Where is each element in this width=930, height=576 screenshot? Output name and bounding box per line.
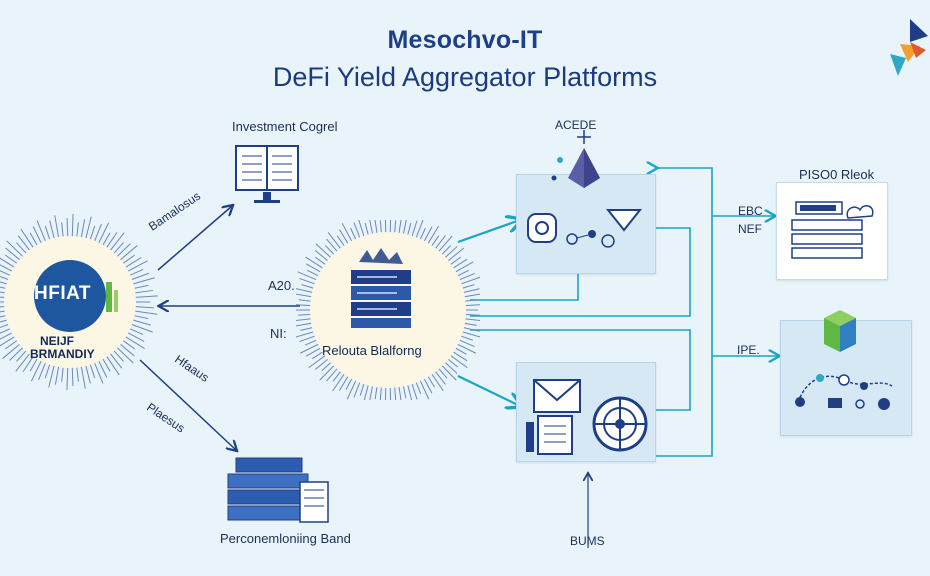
stacked-blocks-icon — [227, 457, 329, 523]
left-hub-caption-line1: NEIJF — [40, 334, 75, 348]
hfiat-logo-text: HFIAT — [34, 283, 92, 304]
ipe-label: IPE. — [737, 343, 760, 357]
bottom-center-label: BUMS — [570, 534, 605, 548]
compass-wheel-icon — [592, 396, 648, 452]
open-book-icon — [235, 145, 299, 203]
chip-icon — [527, 213, 557, 243]
investment-label: Investment Cogrel — [232, 119, 338, 134]
documents-icon — [526, 415, 573, 455]
gem-icon — [605, 209, 643, 232]
stacked-cards-icon — [791, 201, 874, 259]
center-hub-caption: Relouta Blalforng — [322, 343, 422, 358]
envelope-icon — [533, 379, 581, 413]
diagram-subtitle: DeFi Yield Aggregator Platforms — [272, 62, 658, 92]
ace-label: ACEDE — [555, 118, 597, 132]
ethereum-icon — [551, 130, 600, 188]
nef-label: NEF — [738, 222, 762, 236]
a20-label: A20. — [268, 278, 295, 293]
upper-center-panel — [516, 174, 656, 274]
left-hub-caption-line2: BRMANDIY — [30, 347, 95, 361]
server-stack-icon — [351, 248, 411, 328]
top-right-panel — [776, 182, 888, 280]
network-cube-icon — [795, 310, 893, 410]
ebc-label: EBC — [738, 204, 763, 218]
bottom-left-label: Perconemloniing Band — [220, 531, 351, 546]
hfiat-logo-icon — [34, 260, 118, 332]
top-right-label: PISO0 Rleok — [799, 167, 875, 182]
diagram-title: Mesochvo-IT — [387, 26, 543, 54]
origami-bird-icon — [890, 19, 928, 76]
network-nodes-icon — [566, 230, 615, 248]
nl-label: NI: — [270, 326, 287, 341]
